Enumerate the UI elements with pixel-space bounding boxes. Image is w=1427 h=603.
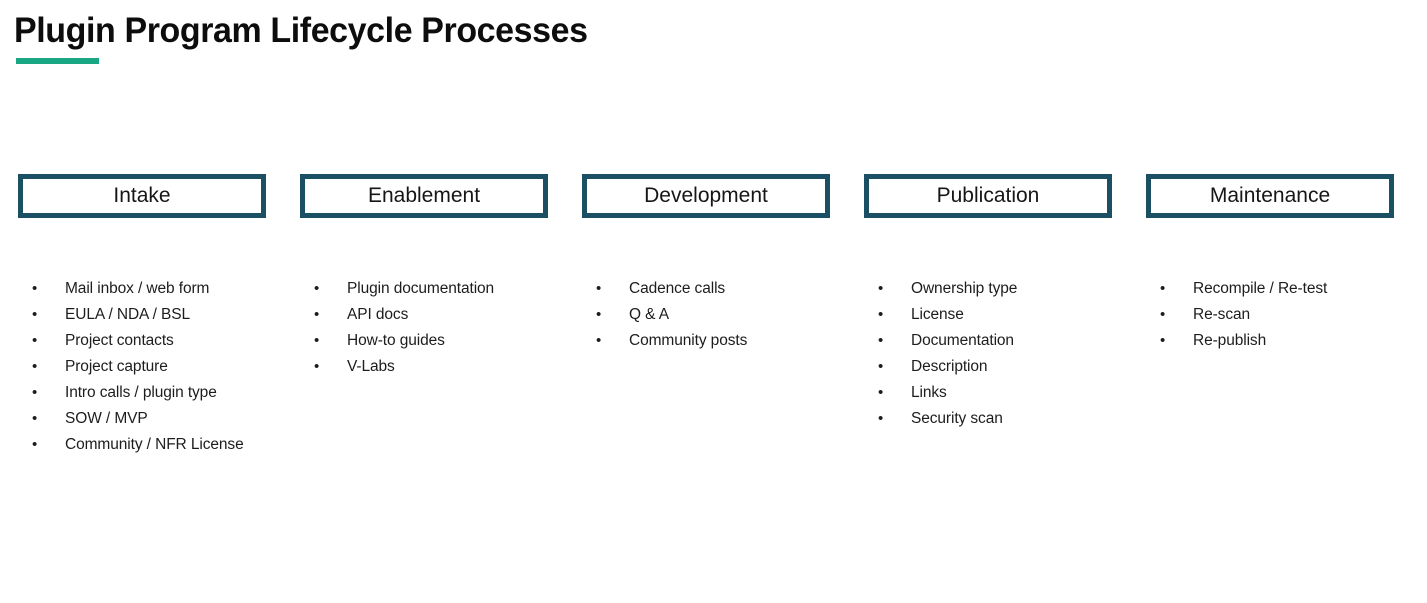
- list-item: • Q & A: [582, 302, 842, 328]
- list-item: • Re-publish: [1146, 328, 1406, 354]
- list-item: • Plugin documentation: [300, 276, 560, 302]
- phase-header-box-enablement[interactable]: Enablement: [300, 174, 548, 218]
- phase-column-maintenance: Maintenance • Recompile / Re-test • Re-scan •…: [1146, 0, 1394, 603]
- list-item: • Project capture: [18, 354, 278, 380]
- phase-bullet-list-maintenance: • Recompile / Re-test • Re-scan • Re-publish: [1146, 276, 1406, 354]
- bullet-dot-icon: •: [1160, 306, 1166, 323]
- list-item-label: Ownership type: [911, 280, 1018, 297]
- bullet-dot-icon: •: [878, 410, 884, 427]
- list-item-label: Documentation: [911, 332, 1014, 349]
- list-item-label: Security scan: [911, 410, 1003, 427]
- list-item: • Links: [864, 380, 1124, 406]
- bullet-dot-icon: •: [596, 306, 602, 323]
- list-item: • Cadence calls: [582, 276, 842, 302]
- list-item-label: Project contacts: [65, 332, 174, 349]
- list-item: • V-Labs: [300, 354, 560, 380]
- phase-header-box-publication[interactable]: Publication: [864, 174, 1112, 218]
- list-item: • Ownership type: [864, 276, 1124, 302]
- list-item-label: EULA / NDA / BSL: [65, 306, 191, 323]
- list-item-label: Re-publish: [1193, 332, 1267, 349]
- list-item: • Intro calls / plugin type: [18, 380, 278, 406]
- list-item: • Project contacts: [18, 328, 278, 354]
- list-item: • Documentation: [864, 328, 1124, 354]
- phase-header-box-development[interactable]: Development: [582, 174, 830, 218]
- bullet-dot-icon: •: [32, 410, 38, 427]
- list-item-label: Links: [911, 384, 947, 401]
- bullet-dot-icon: •: [878, 358, 884, 375]
- list-item-label: Intro calls / plugin type: [65, 384, 217, 401]
- bullet-dot-icon: •: [32, 384, 38, 401]
- list-item-label: V-Labs: [347, 358, 395, 375]
- list-item: • Description: [864, 354, 1124, 380]
- list-item-label: License: [911, 306, 964, 323]
- list-item-label: Plugin documentation: [347, 280, 495, 297]
- list-item: • Re-scan: [1146, 302, 1406, 328]
- bullet-dot-icon: •: [878, 306, 884, 323]
- list-item-label: Cadence calls: [629, 280, 726, 297]
- list-item: • EULA / NDA / BSL: [18, 302, 278, 328]
- list-item-label: Community / NFR License: [65, 436, 244, 453]
- bullet-dot-icon: •: [314, 358, 320, 375]
- list-item-label: Mail inbox / web form: [65, 280, 210, 297]
- list-item: • Security scan: [864, 406, 1124, 432]
- title-accent-bar: [16, 58, 99, 64]
- phase-column-development: Development • Cadence calls • Q & A • Communit…: [582, 0, 830, 603]
- bullet-dot-icon: •: [596, 332, 602, 349]
- phase-header-box-intake[interactable]: Intake: [18, 174, 266, 218]
- list-item: • Community / NFR License: [18, 432, 278, 458]
- list-item-label: Q & A: [629, 306, 669, 323]
- list-item: • API docs: [300, 302, 560, 328]
- list-item-label: SOW / MVP: [65, 410, 148, 427]
- list-item-label: Project capture: [65, 358, 168, 375]
- list-item-label: How-to guides: [347, 332, 445, 349]
- list-item: • Community posts: [582, 328, 842, 354]
- phase-header-box-maintenance[interactable]: Maintenance: [1146, 174, 1394, 218]
- phase-column-enablement: Enablement • Plugin documentation • API docs…: [300, 0, 548, 603]
- bullet-dot-icon: •: [878, 384, 884, 401]
- bullet-dot-icon: •: [596, 280, 602, 297]
- bullet-dot-icon: •: [32, 280, 38, 297]
- phase-column-publication: Publication • Ownership type • License • Docum…: [864, 0, 1112, 603]
- bullet-dot-icon: •: [1160, 280, 1166, 297]
- phase-header-label: Maintenance: [1209, 184, 1331, 207]
- phase-header-label: Development: [644, 184, 768, 207]
- list-item-label: API docs: [347, 306, 409, 323]
- phase-bullet-list-intake: •Mail inbox / web form•EULA / NDA / BSL•…: [18, 276, 278, 458]
- list-item-label: Description: [911, 358, 988, 375]
- bullet-dot-icon: •: [314, 280, 320, 297]
- bullet-dot-icon: •: [878, 332, 884, 349]
- phase-column-intake: Intake • Mail inbox / web form • EULA / NDA …: [18, 0, 266, 603]
- list-item-label: Re-scan: [1193, 306, 1251, 323]
- phase-header-label: Publication: [936, 184, 1040, 207]
- phase-bullet-list-publication: • Ownership type • License • Documentation • De…: [864, 276, 1124, 432]
- list-item: • License: [864, 302, 1124, 328]
- page-title: Plugin Program Lifecycle Processes: [14, 11, 588, 50]
- bullet-dot-icon: •: [1160, 332, 1166, 349]
- phase-header-label: Intake: [113, 184, 171, 207]
- phase-bullet-list-enablement: • Plugin documentation • API docs • How-to gu…: [300, 276, 560, 380]
- bullet-dot-icon: •: [32, 358, 38, 375]
- bullet-dot-icon: •: [314, 332, 320, 349]
- list-item: • Mail inbox / web form: [18, 276, 278, 302]
- bullet-dot-icon: •: [32, 306, 38, 323]
- bullet-dot-icon: •: [878, 280, 884, 297]
- list-item-label: Community posts: [629, 332, 748, 349]
- list-item-label: Recompile / Re-test: [1193, 280, 1328, 297]
- bullet-dot-icon: •: [32, 332, 38, 349]
- phase-bullet-list-development: • Cadence calls • Q & A • Community posts: [582, 276, 842, 354]
- bullet-dot-icon: •: [314, 306, 320, 323]
- bullet-dot-icon: •: [32, 436, 38, 453]
- list-item: • Recompile / Re-test: [1146, 276, 1406, 302]
- phase-header-label: Enablement: [367, 184, 481, 207]
- list-item: • SOW / MVP: [18, 406, 278, 432]
- list-item: • How-to guides: [300, 328, 560, 354]
